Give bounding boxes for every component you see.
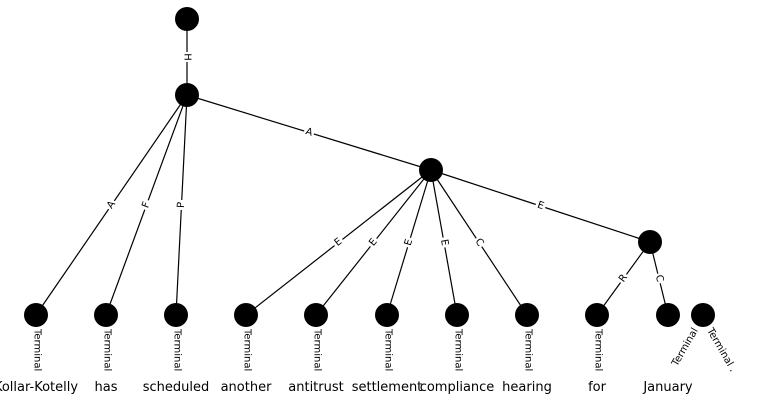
node-n3 [638, 230, 662, 254]
node-t4 [304, 303, 328, 327]
edge-label-bg [175, 199, 188, 211]
word-label: compliance [420, 380, 495, 395]
edge-label: R [617, 272, 630, 284]
edge-label-bg [302, 125, 316, 140]
word-label: settlement [352, 380, 423, 395]
edge-label: E [438, 238, 450, 246]
word-label: January [642, 380, 693, 395]
terminal-label: Terminal [453, 328, 464, 371]
edge-labels-layer: H A A F P E E E E E C R C [103, 52, 667, 287]
node-t0 [24, 303, 48, 327]
node-t10 [691, 303, 715, 327]
terminal-label: Terminal [523, 328, 534, 371]
edge-label: E [536, 200, 545, 212]
nodes-layer [24, 7, 715, 327]
edge-label: A [304, 126, 314, 139]
edge-label: A [105, 199, 118, 211]
edge-label: E [367, 237, 380, 249]
edge-label-bg [533, 198, 548, 214]
edge-label: F [140, 200, 152, 209]
node-t6 [445, 303, 469, 327]
edge-label-bg [139, 198, 154, 212]
terminal-label: Terminal [102, 328, 113, 371]
edge-label: E [403, 238, 415, 247]
node-t9 [656, 303, 680, 327]
node-t3 [234, 303, 258, 327]
edge-label-bg [365, 234, 382, 251]
terminal-label: Terminal . [704, 325, 738, 373]
edge-label: C [653, 274, 665, 283]
word-label: hearing [502, 380, 552, 395]
node-t2 [164, 303, 188, 327]
edge-label-bg [651, 272, 667, 285]
word-label: antitrust [288, 380, 343, 395]
edge-label: H [182, 53, 193, 61]
edge-label-bg [471, 235, 487, 250]
node-t1 [94, 303, 118, 327]
edge-label-bg [437, 236, 451, 249]
terminal-label: Terminal [593, 328, 604, 371]
edge-label: P [176, 202, 187, 209]
terminal-label: Terminal [312, 328, 323, 371]
node-t5 [375, 303, 399, 327]
node-t8 [585, 303, 609, 327]
word-label: has [95, 380, 118, 395]
edges-layer [35, 19, 669, 316]
node-n1 [175, 83, 199, 107]
edge-label-bg [401, 235, 417, 250]
node-t7 [515, 303, 539, 327]
word-label: Kollar-Kotelly [0, 380, 78, 395]
edge-label: E [333, 236, 345, 249]
terminal-label: Terminal [172, 328, 183, 371]
terminal-label: Terminal [32, 328, 43, 371]
node-n2 [419, 158, 443, 182]
word-label: scheduled [143, 380, 210, 395]
terminal-label: Terminal [670, 326, 701, 369]
word-label: for [588, 380, 607, 395]
node-n0 [175, 7, 199, 31]
edge-label: C [472, 237, 485, 249]
edge-label-bg [615, 270, 632, 287]
word-label: another [221, 380, 272, 395]
edge-label-bg [181, 52, 193, 62]
terminal-label: Terminal [242, 328, 253, 371]
edge-label-bg [103, 197, 120, 213]
edge-label-bg [330, 234, 347, 251]
words-layer: Kollar-Kotelly has scheduled another antitru… [0, 380, 693, 395]
terminal-label: Terminal [383, 328, 394, 371]
